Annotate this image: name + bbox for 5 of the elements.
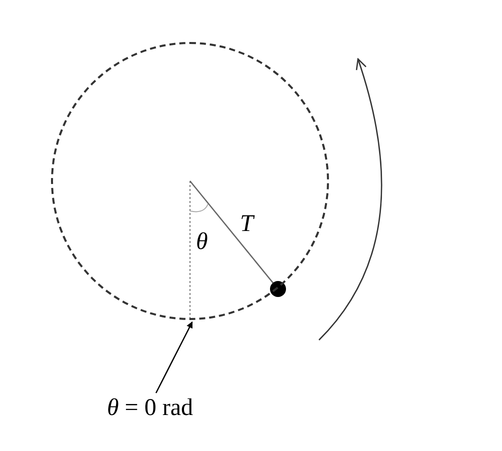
tension-symbol: T [240, 212, 254, 236]
angle-label: θ = 0 rad [88, 393, 212, 423]
dashed-circle [51, 42, 329, 320]
leader-arrow [155, 321, 193, 394]
angle-symbol: θ [196, 230, 208, 254]
